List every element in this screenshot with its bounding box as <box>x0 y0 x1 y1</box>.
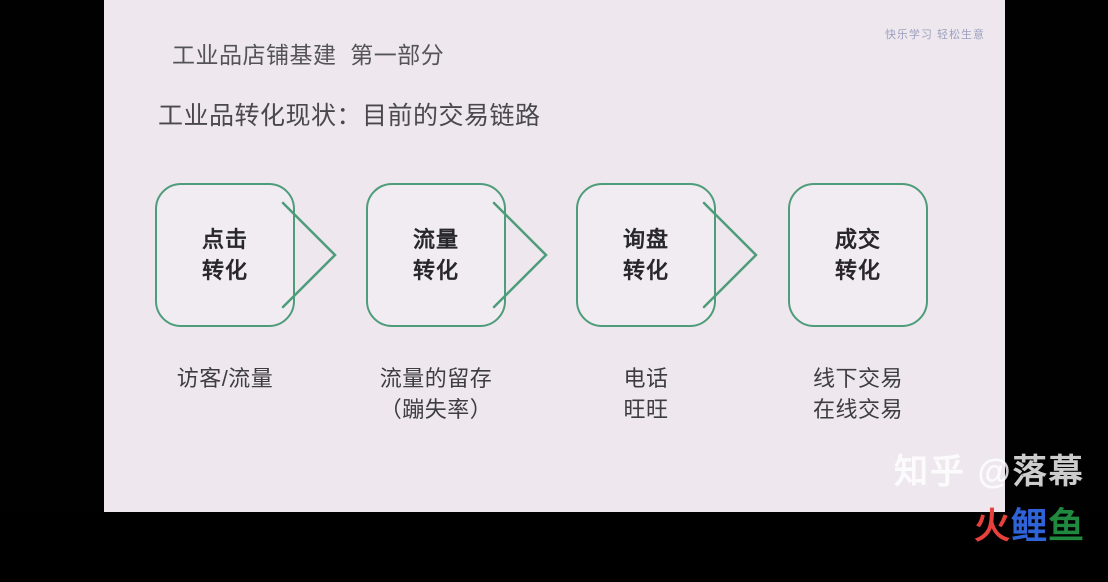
conversion-funnel-diagram: 点击 转化 流量 转化 <box>104 183 1005 328</box>
top-right-watermark: 快乐学习 轻松生意 <box>884 29 985 41</box>
funnel-step-2-line2: 转化 <box>412 258 459 283</box>
funnel-step-4-line2: 转化 <box>834 258 881 283</box>
slide-title-main: 工业品店铺基建 第一部分 <box>172 42 445 68</box>
letterbox-bar-left <box>0 0 104 512</box>
presentation-slide: 工业品店铺基建 第一部分 工业品转化现状：目前的交易链路 快乐学习 轻松生意 点… <box>104 0 1005 512</box>
funnel-caption-1: 访客/流量 <box>176 366 274 391</box>
funnel-caption-3: 电话 旺旺 <box>623 366 669 423</box>
huoliyu-logo-char-1: 火 <box>974 505 1012 546</box>
funnel-step-2-line1: 流量 <box>412 226 459 252</box>
funnel-caption-2: 流量的留存 （蹦失率） <box>379 366 493 423</box>
screenshot-root: 工业品店铺基建 第一部分 工业品转化现状：目前的交易链路 快乐学习 轻松生意 点… <box>0 0 1108 544</box>
funnel-step-4: 成交 转化 <box>788 183 928 327</box>
funnel-step-2-label: 流量 转化 <box>366 183 506 327</box>
funnel-step-3-box <box>576 183 716 327</box>
funnel-step-1-line2: 转化 <box>201 258 248 283</box>
funnel-step-3: 询盘 转化 <box>576 183 758 327</box>
huoliyu-logo: 火鲤鱼 <box>930 472 1085 580</box>
funnel-step-1-box <box>155 183 295 327</box>
huoliyu-logo-char-2: 鲤 <box>1011 505 1049 546</box>
funnel-step-3-label: 询盘 转化 <box>576 183 716 327</box>
funnel-step-4-box <box>788 183 928 327</box>
funnel-step-3-line2: 转化 <box>622 258 669 283</box>
huoliyu-logo-char-3: 鱼 <box>1048 505 1086 546</box>
funnel-caption-4: 线下交易 在线交易 <box>812 366 903 423</box>
funnel-step-2: 流量 转化 <box>366 183 548 327</box>
funnel-step-3-line1: 询盘 <box>622 226 669 252</box>
funnel-step-1-label: 点击 转化 <box>155 183 295 327</box>
funnel-step-4-line1: 成交 <box>834 226 881 252</box>
funnel-step-1: 点击 转化 <box>155 183 337 327</box>
funnel-step-4-label: 成交 转化 <box>788 183 928 327</box>
letterbox-bar-right <box>1005 0 1108 512</box>
funnel-step-1-line1: 点击 <box>201 226 248 252</box>
funnel-step-2-box <box>366 183 506 327</box>
slide-title-sub: 工业品转化现状：目前的交易链路 <box>158 102 541 130</box>
zhihu-watermark: 知乎 @落幕 <box>894 453 1085 491</box>
